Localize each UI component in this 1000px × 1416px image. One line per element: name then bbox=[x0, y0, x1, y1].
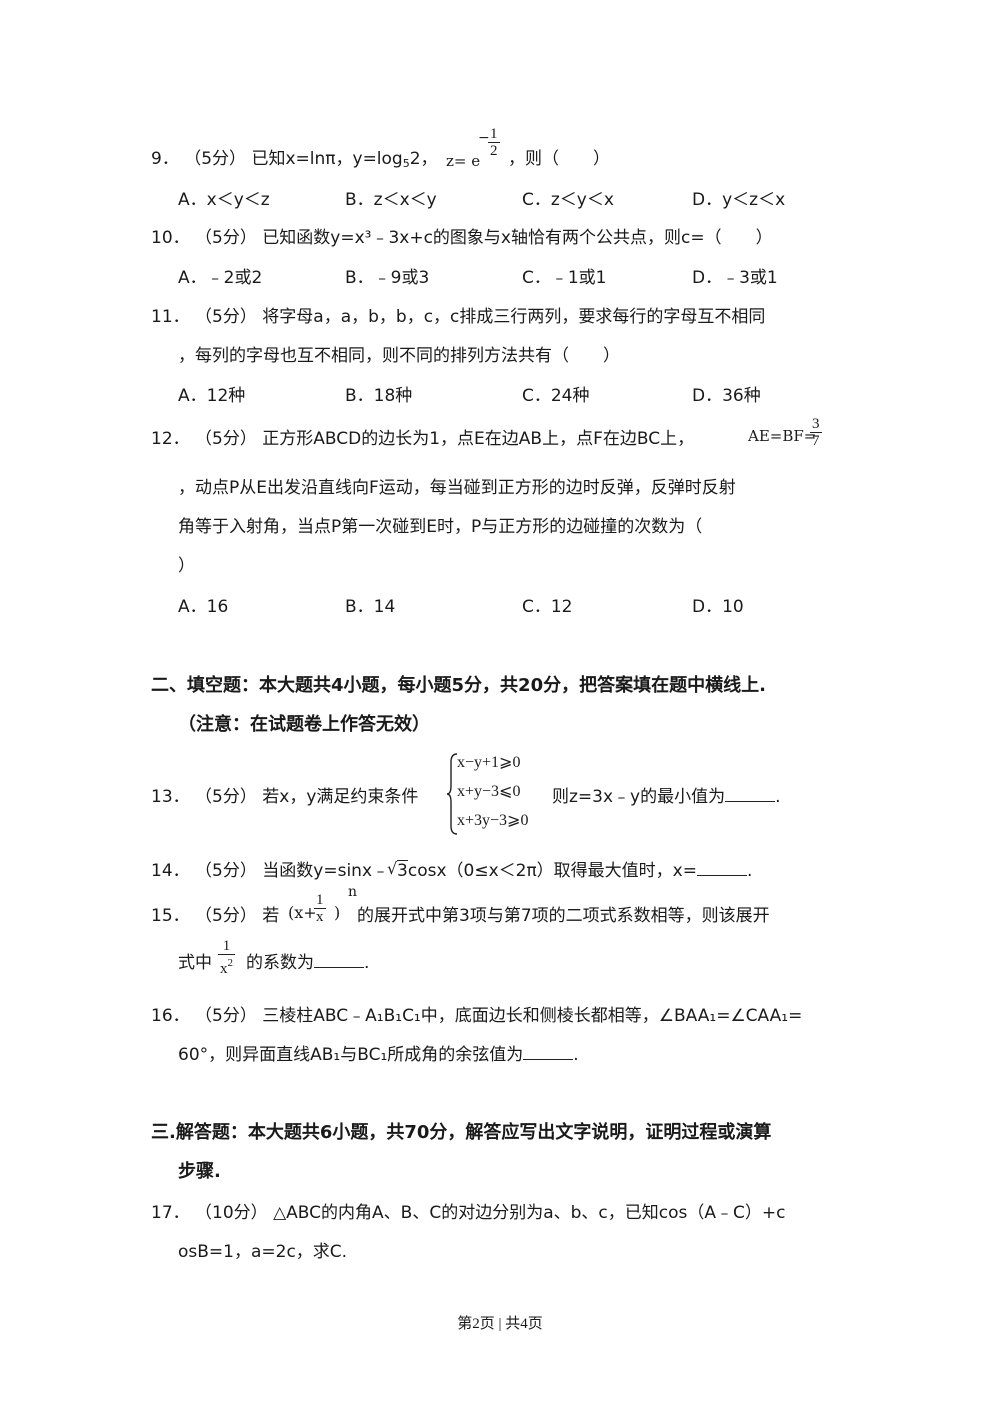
question-points: （5分） bbox=[195, 307, 257, 327]
constraint-3: x+3y−3⩾0 bbox=[457, 812, 529, 829]
option-b[interactable]: B．14 bbox=[345, 597, 396, 617]
question-9: 9． （5分） 已知x=lnπ，y=log52， bbox=[151, 144, 438, 170]
section-heading: 二、填空题：本大题共4小题，每小题5分，共20分，把答案填在题中横线上. bbox=[151, 675, 766, 696]
question-text: 60°，则异面直线AB₁与BC₁所成角的余弦值为 bbox=[178, 1045, 524, 1065]
question-number: 11． bbox=[151, 307, 190, 327]
question-11: 11． （5分） 将字母a，a，b，b，c，c排成三行两列，要求每行的字母互不相… bbox=[151, 302, 765, 327]
answer-blank[interactable] bbox=[314, 953, 364, 968]
option-d[interactable]: D．y＜z＜x bbox=[692, 190, 786, 210]
constraint-system: x−y+1⩾0 x+y−3⩽0 x+3y−3⩾0 bbox=[447, 752, 567, 836]
question-number: 14． bbox=[151, 861, 190, 881]
constraint-2: x+y−3⩽0 bbox=[457, 783, 521, 800]
option-a[interactable]: A．12种 bbox=[178, 386, 246, 406]
question-points: （5分） bbox=[195, 787, 257, 807]
section-heading-cont: 步骤. bbox=[178, 1161, 221, 1182]
option-b[interactable]: B．﹣9或3 bbox=[345, 268, 430, 288]
formula-z: z= e bbox=[446, 152, 481, 170]
left-brace bbox=[447, 753, 458, 835]
question-points: （5分） bbox=[195, 1006, 257, 1026]
question-text: 的系数为 bbox=[246, 953, 314, 973]
question-points: （5分） bbox=[195, 861, 257, 881]
question-number: 16． bbox=[151, 1006, 190, 1026]
question-17: 17． （10分） △ABC的内角A、B、C的对边分别为a、b、c，已知cos（… bbox=[151, 1198, 785, 1223]
question-text: cosx（0≤x＜2π）取得最大值时，x= bbox=[407, 861, 697, 881]
answer-blank[interactable] bbox=[697, 861, 747, 876]
question-14: 14． （5分） 当函数y=sinx﹣3cosx（0≤x＜2π）取得最大值时，x… bbox=[151, 856, 752, 881]
question-text: 将字母a，a，b，b，c，c排成三行两列，要求每行的字母互不相同 bbox=[262, 307, 766, 327]
question-number: 15． bbox=[151, 906, 190, 926]
question-points: （10分） bbox=[195, 1203, 268, 1223]
question-text: 若x，y满足约束条件 bbox=[262, 787, 419, 807]
option-c[interactable]: C．﹣1或1 bbox=[522, 268, 607, 288]
option-a[interactable]: A．16 bbox=[178, 597, 229, 617]
option-b[interactable]: B．18种 bbox=[345, 386, 413, 406]
question-13-tail: 则z=3x﹣y的最小值为. bbox=[552, 787, 781, 807]
question-text: 正方形ABCD的边长为1，点E在边AB上，点F在边BC上， bbox=[262, 429, 695, 449]
question-12: 12． （5分） 正方形ABCD的边长为1，点E在边AB上，点F在边BC上， bbox=[151, 424, 694, 449]
question-15-line2: 式中 bbox=[178, 948, 212, 973]
question-text: 式中 bbox=[178, 953, 212, 973]
log-base: 5 bbox=[402, 157, 410, 170]
question-16: 16． （5分） 三棱柱ABC﹣A₁B₁C₁中，底面边长和侧棱长都相等，∠BAA… bbox=[151, 1001, 802, 1026]
page-footer: 第2页 | 共4页 bbox=[457, 1316, 543, 1332]
question-text: 已知函数y=x³﹣3x+c的图象与x轴恰有两个公共点，则c=（ ） bbox=[262, 228, 773, 248]
question-text: ） bbox=[178, 556, 195, 576]
question-text: 则z=3x﹣y的最小值为 bbox=[552, 787, 726, 807]
question-number: 17． bbox=[151, 1203, 190, 1223]
question-number: 10． bbox=[151, 228, 190, 248]
question-text: ，则（ ） bbox=[508, 149, 610, 169]
question-text: 已知x=lnπ，y=log bbox=[251, 149, 403, 169]
binomial-open: (x+ bbox=[288, 903, 317, 922]
question-15-tail: 的系数为. bbox=[246, 953, 370, 973]
option-d[interactable]: D．36种 bbox=[692, 386, 761, 406]
formula-ae-bf: AE=BF= bbox=[748, 427, 817, 445]
question-text: ，每列的字母也互不相同，则不同的排列方法共有（ ） bbox=[178, 346, 620, 366]
question-text: 当函数y=sinx﹣ bbox=[262, 861, 390, 881]
sqrt-symbol: 3 bbox=[387, 859, 408, 881]
binomial-exponent: n bbox=[348, 884, 358, 900]
question-text: 若 bbox=[262, 906, 280, 926]
question-points: （5分） bbox=[195, 429, 257, 449]
question-text: 的展开式中第3项与第7项的二项式系数相等，则该展开 bbox=[357, 906, 770, 926]
question-13: 13． （5分） 若x，y满足约束条件 bbox=[151, 782, 418, 807]
question-number: 13． bbox=[151, 787, 190, 807]
question-15: 15． （5分） 若 bbox=[151, 901, 279, 926]
question-text: osB=1，a=2c，求C. bbox=[178, 1242, 348, 1262]
question-text: 角等于入射角，当点P第一次碰到E时，P与正方形的边碰撞的次数为（ bbox=[178, 517, 703, 537]
question-text: △ABC的内角A、B、C的对边分别为a、b、c，已知cos（A﹣C）+c bbox=[273, 1203, 786, 1223]
binomial-close: ) bbox=[334, 903, 341, 922]
question-points: （5分） bbox=[195, 228, 257, 248]
question-text: 三棱柱ABC﹣A₁B₁C₁中，底面边长和侧棱长都相等，∠BAA₁=∠CAA₁= bbox=[262, 1006, 803, 1026]
question-10: 10． （5分） 已知函数y=x³﹣3x+c的图象与x轴恰有两个公共点，则c=（… bbox=[151, 223, 773, 248]
option-c[interactable]: C．24种 bbox=[522, 386, 590, 406]
question-number: 9． bbox=[151, 149, 179, 169]
exponent-sign: − bbox=[478, 130, 490, 146]
section-note: （注意：在试题卷上作答无效） bbox=[178, 714, 430, 735]
question-points: （5分） bbox=[195, 906, 257, 926]
answer-blank[interactable] bbox=[523, 1045, 574, 1060]
constraint-1: x−y+1⩾0 bbox=[457, 754, 521, 771]
question-number: 12． bbox=[151, 429, 190, 449]
question-16-line2: 60°，则异面直线AB₁与BC₁所成角的余弦值为. bbox=[178, 1045, 579, 1065]
option-b[interactable]: B．z＜x＜y bbox=[345, 190, 437, 210]
option-c[interactable]: C．12 bbox=[522, 597, 573, 617]
option-a[interactable]: A．x＜y＜z bbox=[178, 190, 270, 210]
section-heading: 三.解答题：本大题共6小题，共70分，解答应写出文字说明，证明过程或演算 bbox=[151, 1122, 772, 1143]
option-d[interactable]: D．﹣3或1 bbox=[692, 268, 778, 288]
option-a[interactable]: A．﹣2或2 bbox=[178, 268, 263, 288]
option-c[interactable]: C．z＜y＜x bbox=[522, 190, 614, 210]
answer-blank[interactable] bbox=[725, 787, 776, 802]
question-points: （5分） bbox=[184, 149, 247, 169]
option-d[interactable]: D．10 bbox=[692, 597, 744, 617]
question-text: 2， bbox=[409, 149, 438, 169]
question-text: ，动点P从E出发沿直线向F运动，每当碰到正方形的边时反弹，反弹时反射 bbox=[178, 478, 736, 498]
